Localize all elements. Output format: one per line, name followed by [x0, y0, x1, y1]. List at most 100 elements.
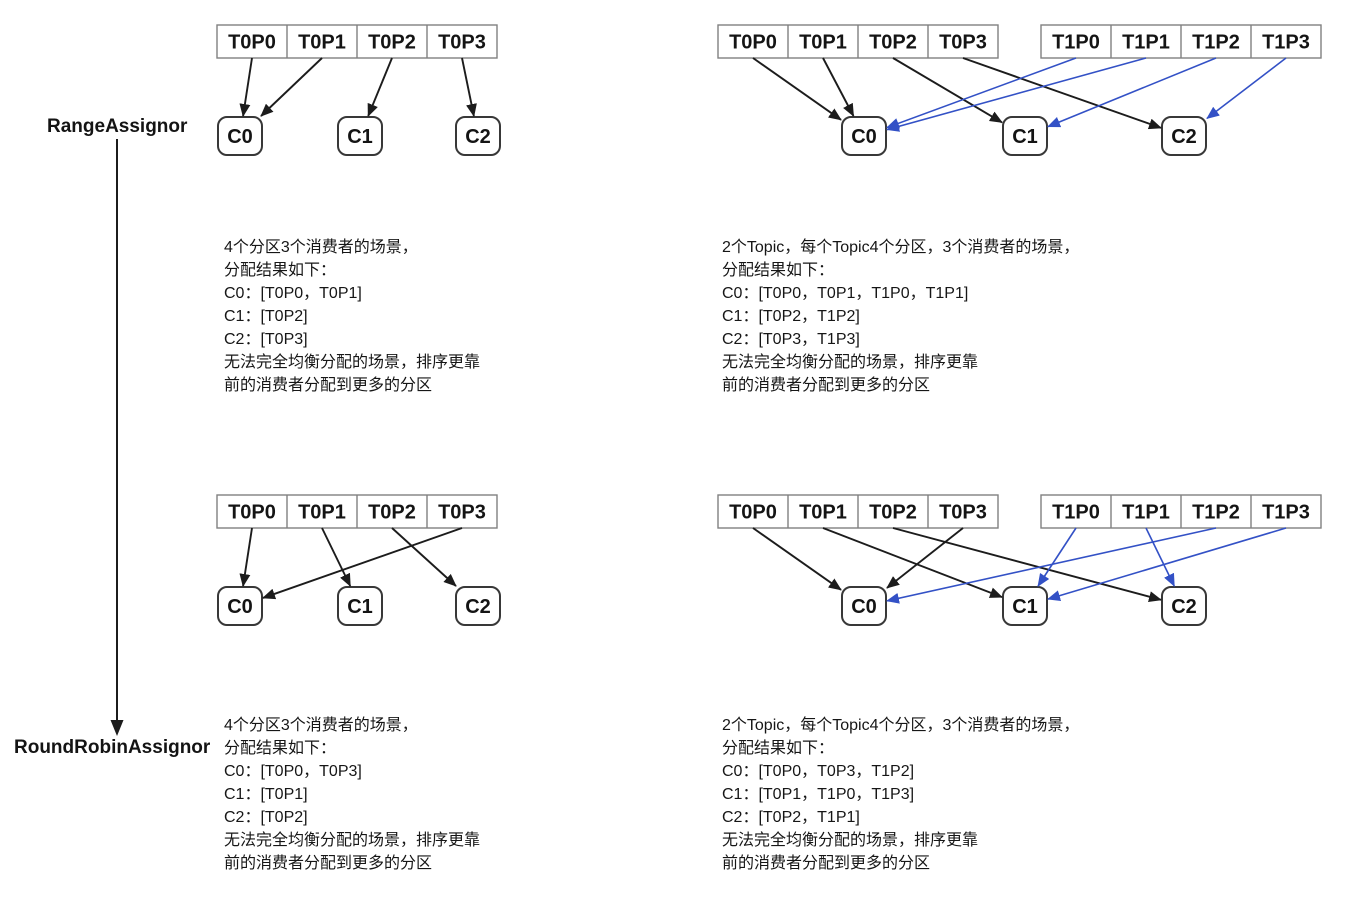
consumer-label: C0 [227, 126, 253, 148]
description-line: 4个分区3个消费者的场景， [224, 717, 418, 734]
assignment-arrow-T0P3-to-C2 [461, 57, 477, 117]
consumer-label: C0 [851, 126, 877, 148]
assignment-arrow-T0P2-to-C1 [892, 57, 1003, 124]
description-line: 2个Topic，每个Topic4个分区，3个消费者的场景， [722, 239, 1080, 256]
assignment-arrow-T0P3-to-C0 [886, 527, 964, 589]
assignment-arrow-T1P1-to-C0 [886, 57, 1147, 132]
consumer-box [1161, 116, 1207, 156]
description-line: 2个Topic，每个Topic4个分区，3个消费者的场景， [722, 717, 1080, 734]
description-line: C1：[T0P2，T1P2] [722, 308, 860, 325]
partition-label: T1P3 [1262, 32, 1310, 54]
partition-label: T1P3 [1262, 502, 1310, 524]
partition-label: T0P1 [799, 32, 847, 54]
consumer-label: C1 [347, 596, 373, 618]
consumer-label: C0 [851, 596, 877, 618]
consumer-label: C1 [347, 126, 373, 148]
assignment-arrow-T0P3-to-C0 [262, 527, 463, 600]
description-line: C0：[T0P0，T0P1，T1P0，T1P1] [722, 285, 969, 302]
partition-label: T0P3 [438, 502, 486, 524]
consumer-box [841, 116, 887, 156]
description-line: C0：[T0P0，T0P3，T1P2] [722, 763, 915, 780]
description-line: C1：[T0P1，T1P0，T1P3] [722, 786, 915, 803]
partition-label: T0P1 [298, 502, 346, 524]
assignment-arrow-T0P1-to-C1 [321, 527, 352, 587]
assignment-arrow-T0P1-to-C1 [822, 527, 1003, 599]
assignment-arrow-T1P0-to-C0 [886, 57, 1077, 129]
partition-label: T0P0 [729, 502, 777, 524]
assignment-arrow-T0P0-to-C0 [752, 57, 842, 121]
consumer-box [455, 116, 501, 156]
partition-label: T1P1 [1122, 32, 1170, 54]
assignment-arrow-T0P1-to-C0 [260, 57, 323, 117]
assignment-arrow-T0P2-to-C1 [367, 57, 393, 117]
consumer-box [841, 586, 887, 626]
description-line: C2：[T0P2，T1P1] [722, 809, 860, 826]
partition-label: T0P2 [869, 502, 917, 524]
description-line: 分配结果如下： [722, 740, 835, 757]
assignment-arrow-T1P0-to-C1 [1037, 527, 1077, 587]
partition-label: T0P1 [799, 502, 847, 524]
description-line: C1：[T0P2] [224, 308, 308, 325]
description-roundrobin-single-topic: 4个分区3个消费者的场景， 分配结果如下： C0：[T0P0，T0P3] C1：[T0… [224, 714, 480, 875]
range-assignor-label: RangeAssignor [47, 116, 188, 137]
consumer-label: C1 [1012, 126, 1038, 148]
consumer-box [1161, 586, 1207, 626]
description-line: C2：[T0P3，T1P3] [722, 331, 860, 348]
consumer-box [455, 586, 501, 626]
description-line: 前的消费者分配到更多的分区 [224, 377, 433, 394]
description-range-two-topics: 2个Topic，每个Topic4个分区，3个消费者的场景， 分配结果如下： C0：[… [722, 236, 1079, 397]
assignment-arrow-T1P2-to-C0 [886, 527, 1217, 604]
description-line: C0：[T0P0，T0P3] [224, 763, 362, 780]
description-line: C2：[T0P3] [224, 331, 308, 348]
partition-label: T0P0 [729, 32, 777, 54]
partition-label: T1P2 [1192, 502, 1240, 524]
assignment-arrow-T0P0-to-C0 [239, 57, 253, 117]
consumer-box [217, 116, 263, 156]
consumer-label: C2 [1171, 596, 1197, 618]
partition-label: T1P2 [1192, 32, 1240, 54]
partition-label: T0P1 [298, 32, 346, 54]
consumer-label: C2 [465, 126, 491, 148]
partition-label: T0P0 [228, 502, 276, 524]
partition-label: T0P2 [869, 32, 917, 54]
description-line: 前的消费者分配到更多的分区 [722, 855, 931, 872]
assignment-arrow-T0P3-to-C2 [962, 57, 1162, 130]
description-line: 无法完全均衡分配的场景，排序更靠 [224, 832, 481, 849]
description-roundrobin-two-topics: 2个Topic，每个Topic4个分区，3个消费者的场景， 分配结果如下： C0：[… [722, 714, 1079, 875]
consumer-label: C2 [465, 596, 491, 618]
description-line: C0：[T0P0，T0P1] [224, 285, 362, 302]
assignment-arrow-T0P0-to-C0 [752, 527, 842, 591]
consumer-label: C0 [227, 596, 253, 618]
description-line: 分配结果如下： [224, 262, 337, 279]
roundrobin-assignor-label: RoundRobinAssignor [14, 737, 211, 758]
consumer-label: C2 [1171, 126, 1197, 148]
assignment-arrow-T0P1-to-C0 [822, 57, 855, 117]
assignment-arrow-T1P3-to-C1 [1047, 527, 1287, 601]
consumer-label: C1 [1012, 596, 1038, 618]
partition-label: T0P2 [368, 32, 416, 54]
description-line: 无法完全均衡分配的场景，排序更靠 [722, 354, 979, 371]
consumer-box [337, 586, 383, 626]
assignment-arrow-T1P1-to-C2 [1145, 527, 1175, 587]
description-line: 分配结果如下： [722, 262, 835, 279]
description-line: 分配结果如下： [224, 740, 337, 757]
partition-label: T1P1 [1122, 502, 1170, 524]
assignment-arrow-T0P2-to-C2 [892, 527, 1162, 603]
consumer-box [337, 116, 383, 156]
partition-label: T0P3 [939, 32, 987, 54]
partition-label: T1P0 [1052, 502, 1100, 524]
partition-label: T0P0 [228, 32, 276, 54]
description-line: 无法完全均衡分配的场景，排序更靠 [224, 354, 481, 371]
description-line: C1：[T0P1] [224, 786, 308, 803]
description-line: 前的消费者分配到更多的分区 [722, 377, 931, 394]
partition-label: T1P0 [1052, 32, 1100, 54]
description-line: 4个分区3个消费者的场景， [224, 239, 418, 256]
assignment-arrow-T0P0-to-C0 [239, 527, 253, 587]
timeline-arrow-head [110, 720, 124, 736]
assignment-arrow-T1P3-to-C2 [1206, 57, 1287, 120]
description-line: 前的消费者分配到更多的分区 [224, 855, 433, 872]
